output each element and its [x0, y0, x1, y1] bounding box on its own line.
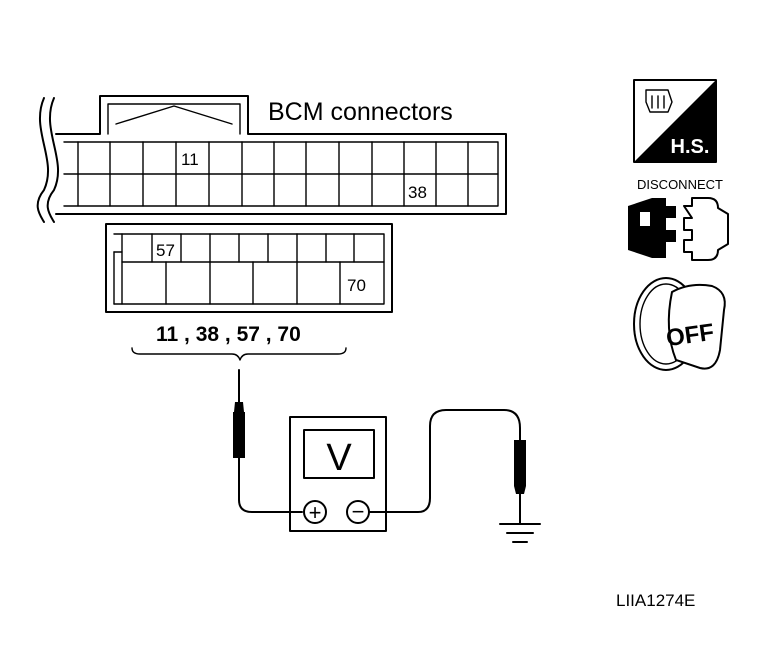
disconnect-icon [628, 197, 729, 261]
negative-probe [514, 440, 526, 525]
voltmeter-display: V [326, 437, 352, 479]
pin-label-70: 70 [347, 276, 366, 295]
connector-title: BCM connectors [268, 98, 453, 126]
terminals-label: 11 , 38 , 57 , 70 [156, 323, 301, 346]
positive-probe [233, 369, 245, 473]
pin-label-11: 11 [181, 150, 199, 169]
voltmeter: V + − [289, 416, 387, 532]
bcm-upper-connector: 11 38 [36, 95, 507, 223]
pin-label-38: 38 [408, 183, 427, 202]
minus-terminal: − [352, 499, 365, 524]
disconnect-label: DISCONNECT [637, 177, 723, 192]
terminals-brace [131, 347, 347, 361]
pin-label-57: 57 [156, 241, 175, 260]
off-label: OFF [664, 319, 715, 352]
ground-icon [499, 523, 541, 543]
plus-terminal: + [309, 500, 322, 525]
negative-lead-wire [369, 409, 521, 513]
positive-lead-wire [238, 471, 303, 513]
hs-label: H.S. [671, 136, 710, 158]
upper-cell-grid [77, 141, 469, 207]
hs-icon: H.S. [633, 79, 717, 163]
figure-code: LIIA1274E [616, 591, 695, 610]
bcm-lower-connector: 57 70 [105, 223, 393, 313]
ignition-off-icon: OFF [633, 277, 726, 371]
